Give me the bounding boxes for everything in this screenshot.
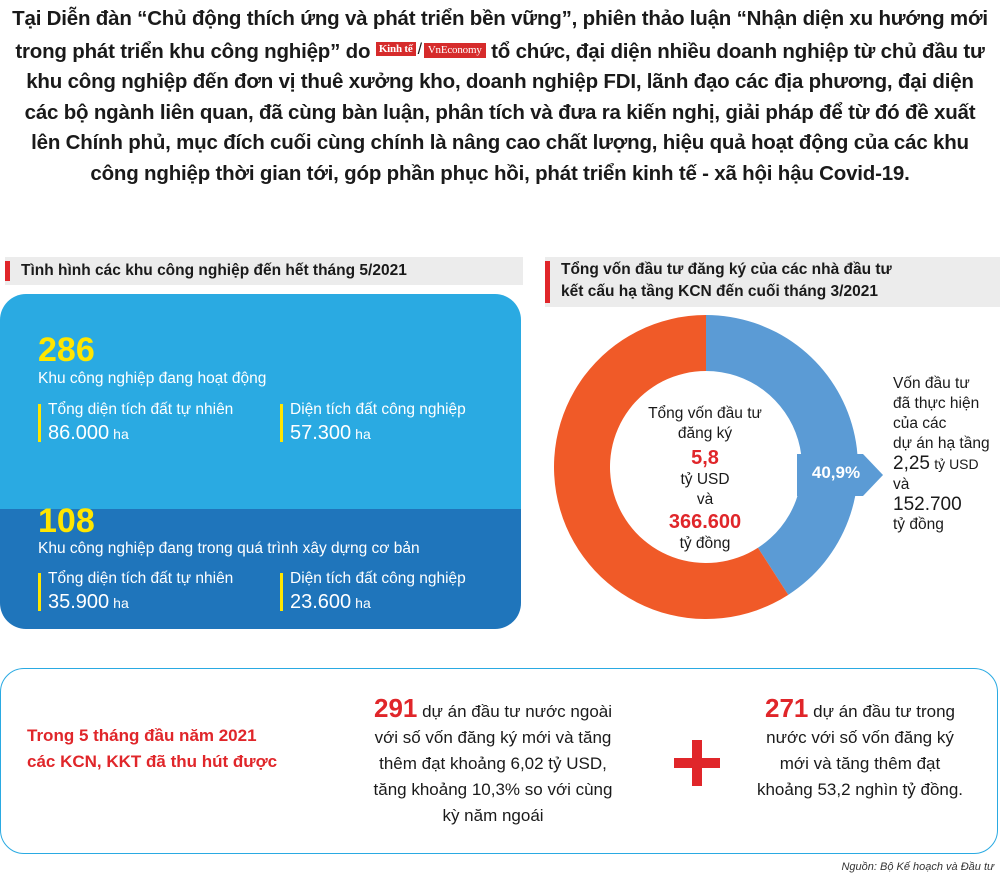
header-accent-bar [545,261,550,303]
plus-vertical [692,740,702,786]
foreign-line3: thêm đạt khoảng 6,02 tỷ USD, [379,754,607,773]
realized-investment-text: Vốn đầu tư đã thực hiện của các dự án hạ… [893,374,998,535]
area-unit: ha [113,595,129,611]
donut-vnd-unit: tỷ đồng [679,535,731,552]
foreign-line2: với số vốn đăng ký mới và tăng [374,728,612,747]
intro-text-2: tổ chức, đại diện nhiều doanh nghiệp từ … [24,39,985,185]
area-unit: ha [113,426,129,442]
arrow-right-icon [797,454,883,496]
summary-lead: Trong 5 tháng đầu năm 2021 các KCN, KKT … [27,723,317,775]
kinh-te-logo: Kinh tế [375,41,416,56]
domestic-line1: dự án đầu tư trong [808,702,955,721]
realized-line1: Vốn đầu tư [893,375,970,392]
summary-lead-line2: các KCN, KKT đã thu hút được [27,752,278,771]
intro-text-1: Tại Diễn đàn “Chủ động thích ứng và phát… [12,7,988,63]
realized-usd-value: 2,25 [893,453,930,474]
donut-center-line1: Tổng vốn đầu tư [648,405,762,422]
kcn-stats-card: 286 Khu công nghiệp đang hoạt động Tổng … [0,294,521,629]
source-note: Nguồn: Bộ Kế hoạch và Đầu tư [841,861,994,873]
yellow-marker [38,573,41,611]
donut-center-text: Tổng vốn đầu tư đăng ký 5,8 tỷ USD và 36… [620,404,790,554]
foreign-project-count: 291 [373,693,418,723]
kcn-status-title: Tình hình các khu công nghiệp đến hết th… [21,262,407,279]
operating-count: 286 [38,331,95,369]
donut-slice-realized [706,315,858,595]
yellow-marker [280,573,283,611]
vneconomy-logo: VnEconomy [423,42,486,58]
area-unit: ha [355,426,371,442]
donut-and: và [696,491,714,508]
realized-line3: của các [893,415,947,432]
foreign-line5: kỳ năm ngoái [442,806,544,825]
yellow-marker [280,404,283,442]
donut-center-line2: đăng ký [677,425,733,442]
realized-percent-badge: 40,9% [797,454,883,496]
domestic-projects-text: 271 dự án đầu tư trong nước với số vốn đ… [736,695,984,803]
realized-and: và [893,476,910,493]
industrial-area-label: Diện tích đất công nghiệp [290,401,466,418]
natural-area-value: 86.000 [48,422,110,444]
realized-usd-unit: tỷ USD [934,456,979,472]
summary-lead-line1: Trong 5 tháng đầu năm 2021 [27,726,257,745]
investment-title-line2: kết cấu hạ tầng KCN đến cuối tháng 3/202… [561,283,878,300]
donut-usd-unit: tỷ USD [680,471,730,488]
realized-vnd-value: 152.700 [893,494,962,515]
operating-label: Khu công nghiệp đang hoạt động [38,370,267,387]
domestic-line4: khoảng 53,2 nghìn tỷ đồng. [756,780,964,799]
realized-line2: đã thực hiện [893,395,980,412]
realized-percent-label: 40,9% [811,463,861,482]
donut-vnd-value: 366.600 [668,511,742,533]
industrial-area-value: 57.300 [290,422,352,444]
domestic-project-count: 271 [765,693,809,723]
building-count: 108 [38,502,95,540]
industrial-area-value: 23.600 [290,591,352,613]
realized-vnd-unit: tỷ đồng [893,516,944,533]
domestic-line2: nước với số vốn đăng ký [766,728,954,747]
natural-area-value: 35.900 [48,591,110,613]
intro-paragraph: Tại Diễn đàn “Chủ động thích ứng và phát… [8,4,992,189]
foreign-line1: dự án đầu tư nước ngoài [417,702,613,721]
natural-area-label: Tổng diện tích đất tự nhiên [48,401,234,418]
fdi-summary-card: Trong 5 tháng đầu năm 2021 các KCN, KKT … [0,668,998,854]
kcn-status-header: Tình hình các khu công nghiệp đến hết th… [5,257,523,285]
building-panel: 108 Khu công nghiệp đang trong quá trình… [0,503,521,629]
donut-usd-value: 5,8 [691,447,719,469]
donut-slice-remaining [554,315,789,619]
realized-line4: dự án hạ tầng [893,435,990,452]
building-label: Khu công nghiệp đang trong quá trình xây… [38,540,420,557]
industrial-area-label: Diện tích đất công nghiệp [290,570,466,587]
investment-header: Tổng vốn đầu tư đăng ký của các nhà đầu … [545,257,1000,307]
domestic-line3: mới và tăng thêm đạt [779,754,941,773]
plus-icon [674,740,720,786]
area-unit: ha [355,595,371,611]
logo-separator: / [417,40,422,58]
yellow-marker [38,404,41,442]
operating-panel: 286 Khu công nghiệp đang hoạt động Tổng … [0,294,521,509]
foreign-line4: tăng khoảng 10,3% so với cùng [373,780,613,799]
foreign-projects-text: 291 dự án đầu tư nước ngoài với số vốn đ… [333,695,653,829]
natural-area-label: Tổng diện tích đất tự nhiên [48,570,234,587]
header-accent-bar [5,261,10,281]
investment-title-line1: Tổng vốn đầu tư đăng ký của các nhà đầu … [561,261,892,278]
investment-donut-chart [554,315,858,619]
